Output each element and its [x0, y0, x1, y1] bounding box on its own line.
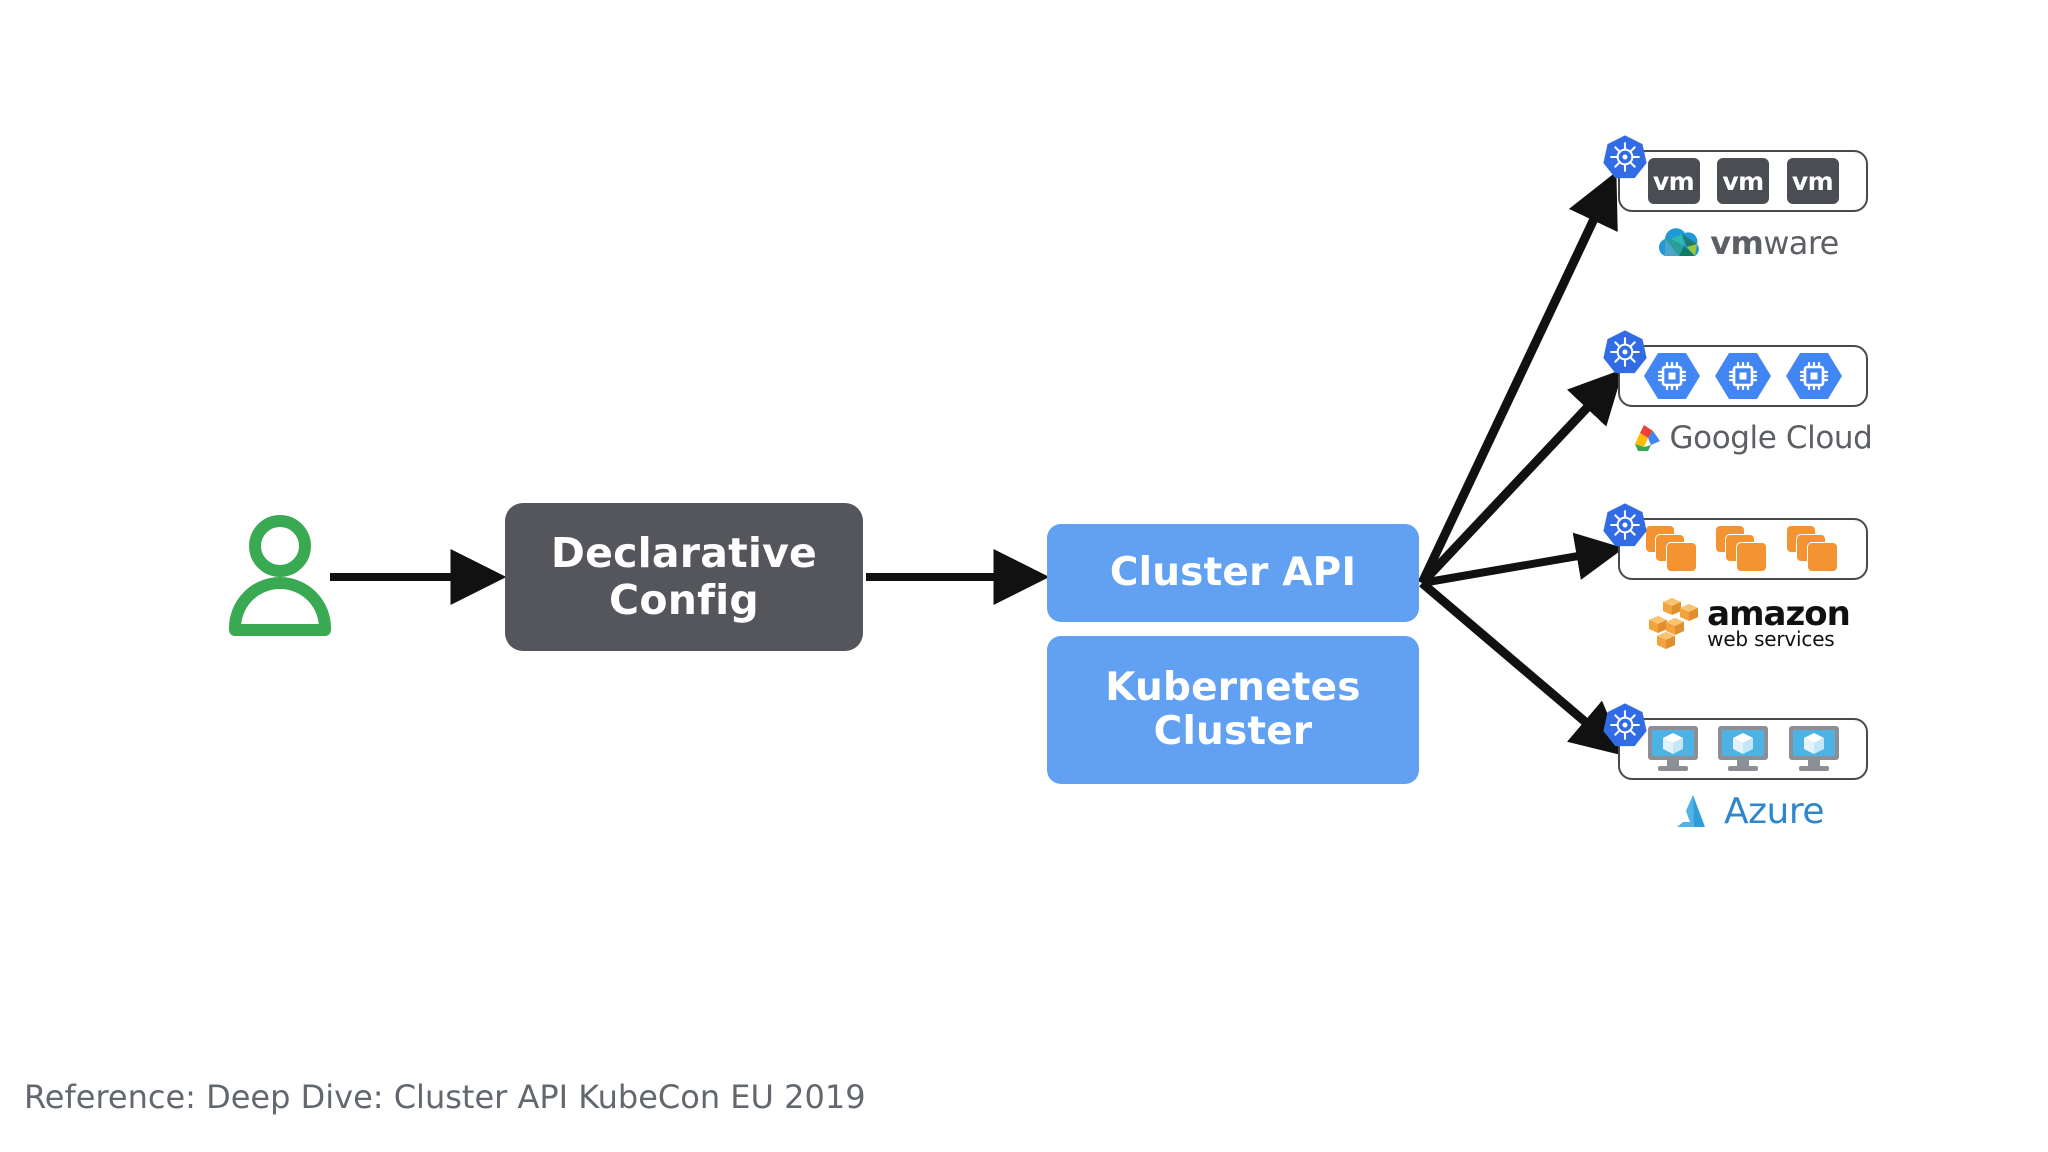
node-declarative-config-line1: Declarative	[550, 529, 818, 578]
kubernetes-icon	[1602, 502, 1648, 548]
azure-logo-rest: Azure	[1724, 790, 1825, 832]
user-icon	[225, 512, 335, 637]
google-cloud-logo-bold: Google	[1669, 420, 1777, 456]
reference-caption: Reference: Deep Dive: Cluster API KubeCo…	[24, 1078, 866, 1116]
vm-monitor-icon	[1647, 726, 1698, 771]
kubernetes-icon	[1602, 702, 1648, 748]
aws-logo: amazon web services	[1618, 594, 1878, 652]
google-cloud-logo-rest: Cloud	[1785, 420, 1873, 456]
arrow-cluster-api-to-aws	[1421, 532, 1625, 587]
provider-vmware[interactable]: vm vm vm vmware	[1603, 135, 1878, 265]
arrow-cluster-api-to-vmware	[1417, 171, 1618, 585]
vmware-logo-rest: ware	[1763, 224, 1839, 262]
node-kubernetes-cluster-line2: Cluster	[1153, 709, 1313, 754]
arrow-cluster-api-to-google-cloud	[1418, 368, 1624, 587]
azure-logo: Azure	[1618, 789, 1878, 833]
vm-instance-icon: vm	[1786, 158, 1839, 204]
node-declarative-config[interactable]: Declarative Config	[505, 503, 863, 651]
stacked-instances-icon	[1785, 525, 1842, 573]
kubernetes-icon	[1602, 134, 1648, 180]
kubernetes-icon	[1602, 329, 1648, 375]
provider-google-cloud-box	[1603, 330, 1868, 407]
google-cloud-logo: Google Cloud	[1618, 416, 1878, 460]
vmware-logo-bold: vm	[1710, 224, 1764, 262]
provider-azure-box	[1603, 703, 1868, 780]
node-cluster-api[interactable]: Cluster API	[1047, 524, 1419, 622]
vm-monitor-icon	[1718, 726, 1768, 771]
node-declarative-config-line2: Config	[609, 576, 759, 624]
stacked-instances-icon	[1715, 525, 1771, 573]
vmware-logo: vmware	[1618, 221, 1878, 265]
node-kubernetes-cluster[interactable]: Kubernetes Cluster	[1047, 636, 1419, 784]
node-kubernetes-cluster-line1: Kubernetes	[1105, 664, 1361, 710]
aws-logo-bold: amazon	[1707, 594, 1851, 634]
provider-azure[interactable]: Azure	[1603, 703, 1878, 833]
vm-monitor-icon	[1788, 726, 1839, 771]
vm-instance-icon: vm	[1647, 158, 1700, 204]
cpu-chip-icon	[1715, 353, 1771, 399]
node-cluster-api-label: Cluster API	[1109, 549, 1357, 595]
provider-aws-box	[1603, 503, 1868, 580]
cpu-chip-icon	[1786, 353, 1842, 399]
stacked-instances-icon	[1644, 525, 1701, 573]
provider-google-cloud[interactable]: Google Cloud	[1603, 330, 1878, 460]
provider-vmware-box: vm vm vm	[1603, 135, 1868, 212]
arrow-cluster-api-to-azure	[1419, 579, 1626, 757]
cpu-chip-icon	[1644, 353, 1700, 399]
vm-instance-icon: vm	[1717, 158, 1769, 204]
provider-aws[interactable]: amazon web services	[1603, 503, 1878, 652]
aws-logo-rest: web services	[1707, 627, 1835, 651]
